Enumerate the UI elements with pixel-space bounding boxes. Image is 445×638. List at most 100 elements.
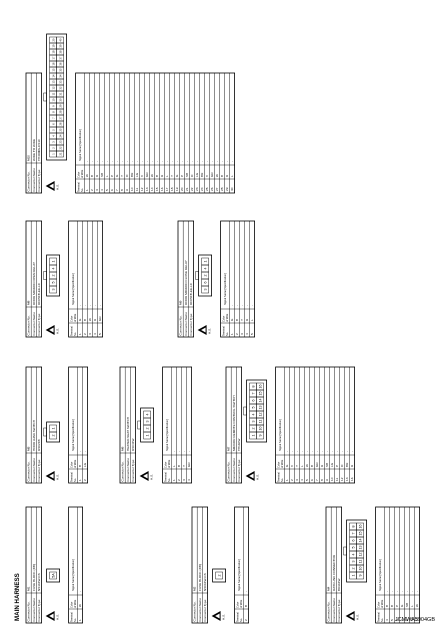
connector-no-label: Connector No. (27, 315, 31, 335)
pin-number: 3 (51, 289, 55, 291)
pin-number: 25 (58, 128, 62, 131)
wire-color: O (340, 464, 344, 467)
pin-number: 5 (51, 282, 55, 284)
pin-cell (49, 257, 57, 266)
connector-type-value: RS04FW (131, 438, 135, 451)
pin-number: 2 (203, 275, 207, 277)
connector-type-value: NS16FW-CS (37, 573, 41, 591)
signal-name: - (177, 451, 181, 452)
wire-color: LG (330, 462, 334, 467)
connector-no-label: Connector No. (227, 461, 231, 481)
connector-latch (243, 406, 247, 416)
pin-number: 7 (251, 393, 255, 395)
pin-number: 13 (358, 546, 362, 550)
signal-name: - (185, 161, 189, 162)
wire-color: R (95, 174, 99, 177)
terminal-number: 4 (245, 333, 249, 335)
signal-name: - (230, 161, 234, 162)
wire-color: L (250, 319, 254, 321)
pin-number: 13 (258, 406, 262, 410)
signal-name: - (325, 451, 329, 452)
pin-number: 16 (358, 525, 362, 529)
connector-no-value: M1 (27, 586, 31, 591)
pin-number: 5 (351, 547, 355, 549)
terminal-number: 2 (290, 479, 294, 481)
connector-type-value: RS02FB (37, 439, 41, 451)
signal-name: - (285, 451, 289, 452)
wire-color: GR (210, 172, 214, 177)
pin-number: 4 (251, 414, 255, 416)
wire-color: B (78, 465, 82, 467)
pin-number: 2 (145, 428, 149, 430)
pin-number: 38 (58, 50, 62, 53)
pin-number: 1 (51, 153, 55, 155)
terminal-number: 5 (105, 189, 109, 191)
wire-color: G (78, 318, 82, 321)
signal-name: - (182, 451, 186, 452)
pin-number: 12 (51, 86, 55, 89)
signal-name: - (335, 451, 339, 452)
signal-name: - (85, 161, 89, 162)
terminal-no-header: Terminal (76, 182, 80, 192)
hs-badge-icon: H.S. (139, 471, 154, 481)
pin-number: 11 (258, 420, 262, 424)
header-frame (25, 366, 43, 484)
terminal-number: 5 (250, 333, 254, 335)
pin-number: 1 (51, 428, 55, 430)
signal-name: - (315, 451, 319, 452)
signal-name: - (310, 451, 314, 452)
wire-color: P (395, 605, 399, 607)
header-frame (325, 506, 343, 624)
pin-number: 1 (251, 435, 255, 437)
terminal-no-header: Terminal (69, 472, 73, 482)
signal-name-header: Signal Name [Specification] (165, 419, 169, 451)
signal-name: - (395, 591, 399, 592)
wire-color: P (110, 175, 114, 177)
pin-number: 8 (51, 111, 55, 113)
signal-name: - (83, 451, 87, 452)
connector-type-value: BD16FW (337, 578, 341, 591)
terminal-number: 12 (140, 187, 144, 191)
terminal-number: 4 (385, 619, 389, 621)
terminal-number: 8 (405, 619, 409, 621)
terminal-number: 2 (244, 619, 248, 621)
connector-face: 5A (46, 568, 60, 583)
connector-type-label: Connector Type (37, 599, 41, 621)
connector-no-value: M7 (227, 446, 231, 451)
signal-name: - (93, 305, 97, 306)
pin-number: 3 (203, 289, 207, 291)
hs-badge-icon: H.S. (45, 471, 60, 481)
signal-name: - (187, 451, 191, 452)
signal-name-header: Signal Name [Specification] (71, 273, 75, 305)
connector-name-value: DATA LINK CONNECTOR (332, 554, 336, 591)
header-frame (225, 366, 243, 484)
signal-name: - (88, 305, 92, 306)
signal-name: - (210, 161, 214, 162)
table-frame (375, 506, 421, 624)
pin-number: 35 (58, 68, 62, 71)
wire-color: B (83, 319, 87, 321)
color-of-wire-header: Color (76, 172, 80, 178)
pin-number: 3 (51, 141, 55, 143)
pin-number: 4 (51, 135, 55, 137)
wire-color: W (305, 464, 309, 467)
signal-name-header: Signal Name [Specification] (378, 559, 382, 591)
hs-badge-icon: H.S. (45, 325, 60, 335)
color-of-wire-header: of Wire (239, 599, 243, 608)
wire-color: SB (100, 173, 104, 177)
connector-no-label: Connector No. (179, 315, 183, 335)
table-frame (234, 506, 250, 624)
connector-no-value: M9 (179, 300, 183, 305)
pin-number: 4 (203, 268, 207, 270)
hs-badge-icon: H.S. (211, 611, 226, 621)
wire-color: R (350, 464, 354, 467)
terminal-no-header: No. (167, 478, 171, 482)
